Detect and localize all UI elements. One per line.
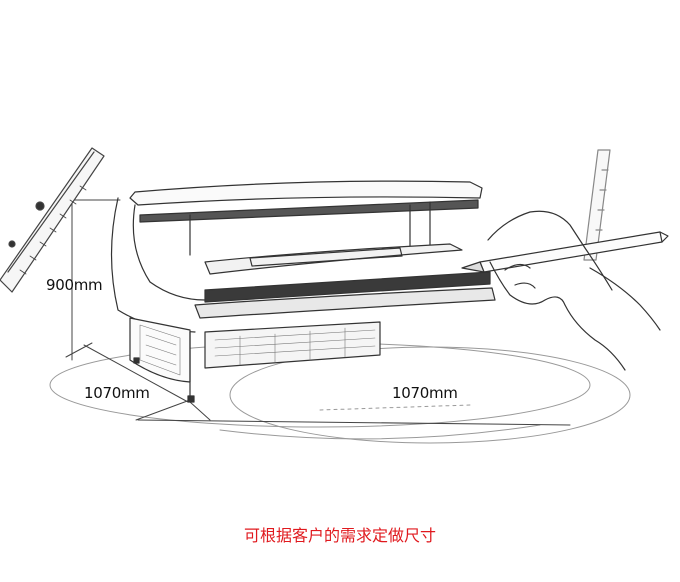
depth-dimension-label: 1070mm bbox=[84, 384, 150, 402]
ruler-left bbox=[0, 147, 105, 293]
height-dimension-label: 900mm bbox=[46, 276, 103, 294]
custom-size-caption: 可根据客户的需求定做尺寸 bbox=[243, 526, 436, 545]
hand-with-pencil bbox=[461, 210, 669, 371]
ruler-right bbox=[583, 149, 611, 261]
width-dimension-label: 1070mm bbox=[392, 384, 458, 402]
dimension-lines bbox=[61, 199, 571, 426]
display-counter bbox=[110, 180, 496, 403]
